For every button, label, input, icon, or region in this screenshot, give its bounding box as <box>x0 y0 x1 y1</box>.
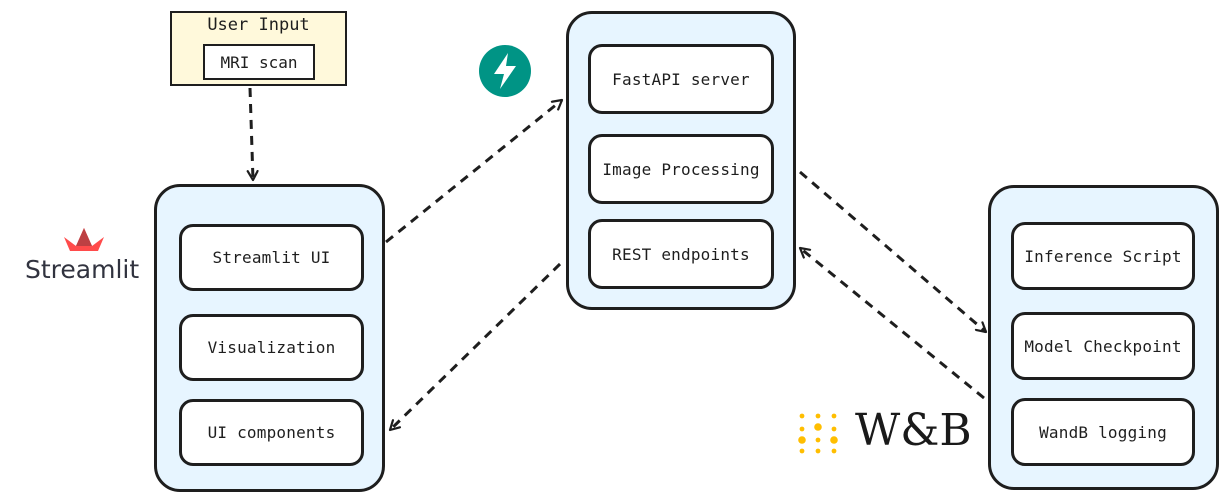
arrow-input-to-streamlit <box>250 87 253 180</box>
wandb-logo-label: W&B <box>855 405 972 456</box>
inference-script-node: Inference Script <box>1011 222 1195 290</box>
image-processing-node: Image Processing <box>588 134 774 204</box>
visualization-node: Visualization <box>179 314 364 381</box>
rest-endpoints-node: REST endpoints <box>588 219 774 289</box>
wandb-dots-icon <box>798 413 838 454</box>
streamlit-logo-label: Streamlit <box>25 255 140 284</box>
fastapi-server-node: FastAPI server <box>588 44 774 114</box>
frontend-group: Streamlit UI Visualization UI components <box>154 184 385 492</box>
streamlit-ui-node: Streamlit UI <box>179 224 364 291</box>
backend-group: FastAPI server Image Processing REST end… <box>566 11 796 310</box>
arrow-fastapi-to-ui-components <box>390 262 562 430</box>
arrow-image-processing-to-model-checkpoint <box>799 170 986 334</box>
arrow-wandb-to-rest-endpoints <box>800 246 985 400</box>
user-input-box: User Input MRI scan <box>170 11 347 86</box>
arrow-streamlit-to-fastapi <box>385 98 562 244</box>
ui-components-node: UI components <box>179 399 364 466</box>
streamlit-logo-icon <box>64 228 104 251</box>
wandb-logging-node: WandB logging <box>1011 398 1195 466</box>
user-input-title: User Input <box>207 15 310 35</box>
mri-scan-node: MRI scan <box>203 44 315 80</box>
ml-group: Inference Script Model Checkpoint WandB … <box>988 185 1219 490</box>
fastapi-bolt-icon <box>479 45 531 97</box>
model-checkpoint-node: Model Checkpoint <box>1011 312 1195 380</box>
